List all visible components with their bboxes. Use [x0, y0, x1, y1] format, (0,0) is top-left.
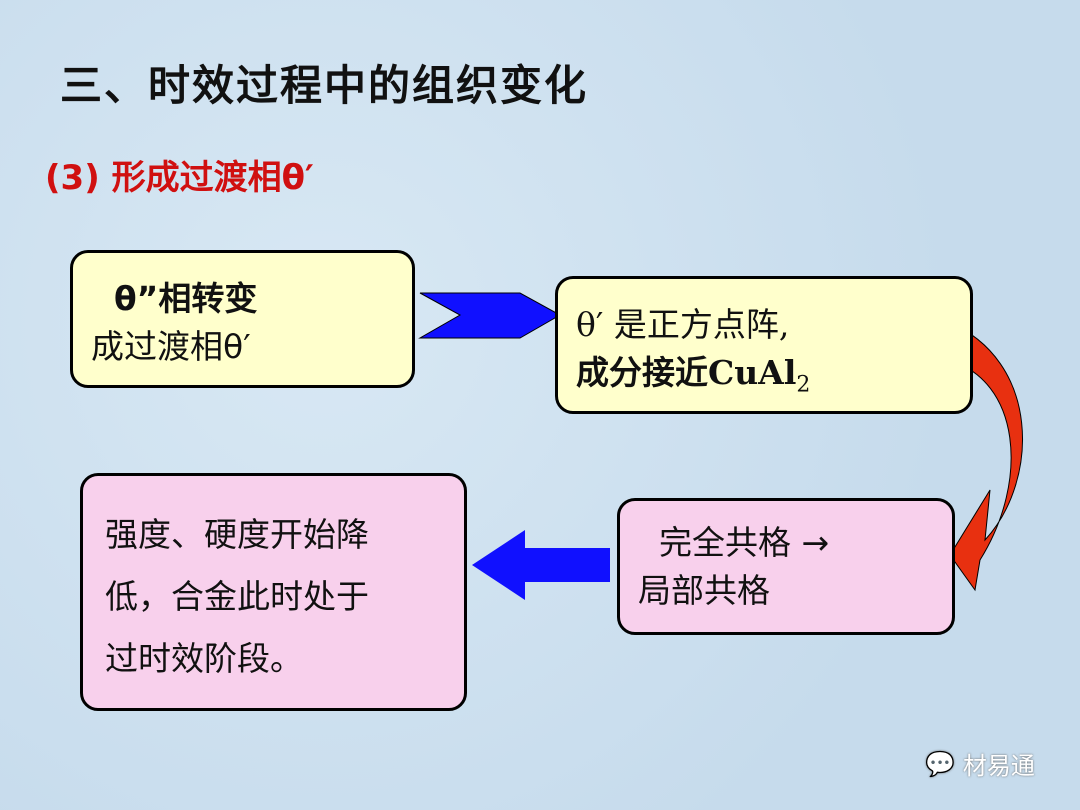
text-line: θ′ 是正方点阵,: [576, 305, 790, 344]
composition-text: 成分接近CuAl: [576, 353, 797, 392]
page-title: 三、时效过程中的组织变化: [60, 61, 589, 110]
wechat-icon: 💬: [925, 749, 955, 778]
text-line: 完全共格 →: [638, 523, 830, 562]
box-coherency: 完全共格 → 局部共格: [617, 498, 955, 635]
box-overaging: 强度、硬度开始降低，合金此时处于过时效阶段。: [80, 473, 467, 711]
box-theta-double-prime: θ”相转变成过渡相θ′: [70, 250, 415, 388]
text-line: 强度、硬度开始降: [105, 515, 369, 554]
text-line: 过时效阶段。: [105, 639, 303, 678]
text-line: 局部共格: [638, 571, 770, 610]
watermark-text: 材易通: [962, 752, 1035, 780]
watermark: 💬材易通: [925, 746, 1035, 781]
text-line: 成过渡相θ′: [91, 327, 251, 366]
text-line: 低，合金此时处于: [105, 577, 369, 616]
text-line: θ”相转变: [91, 279, 258, 318]
subtitle: (3) 形成过渡相θ′: [45, 158, 314, 198]
blue-left-arrow: [472, 530, 610, 600]
subscript: 2: [796, 372, 811, 398]
box-theta-prime-structure: θ′ 是正方点阵, 成分接近CuAl2: [555, 276, 973, 414]
text-line: 成分接近CuAl2: [576, 349, 952, 410]
blue-chevron-arrow: [418, 292, 562, 339]
